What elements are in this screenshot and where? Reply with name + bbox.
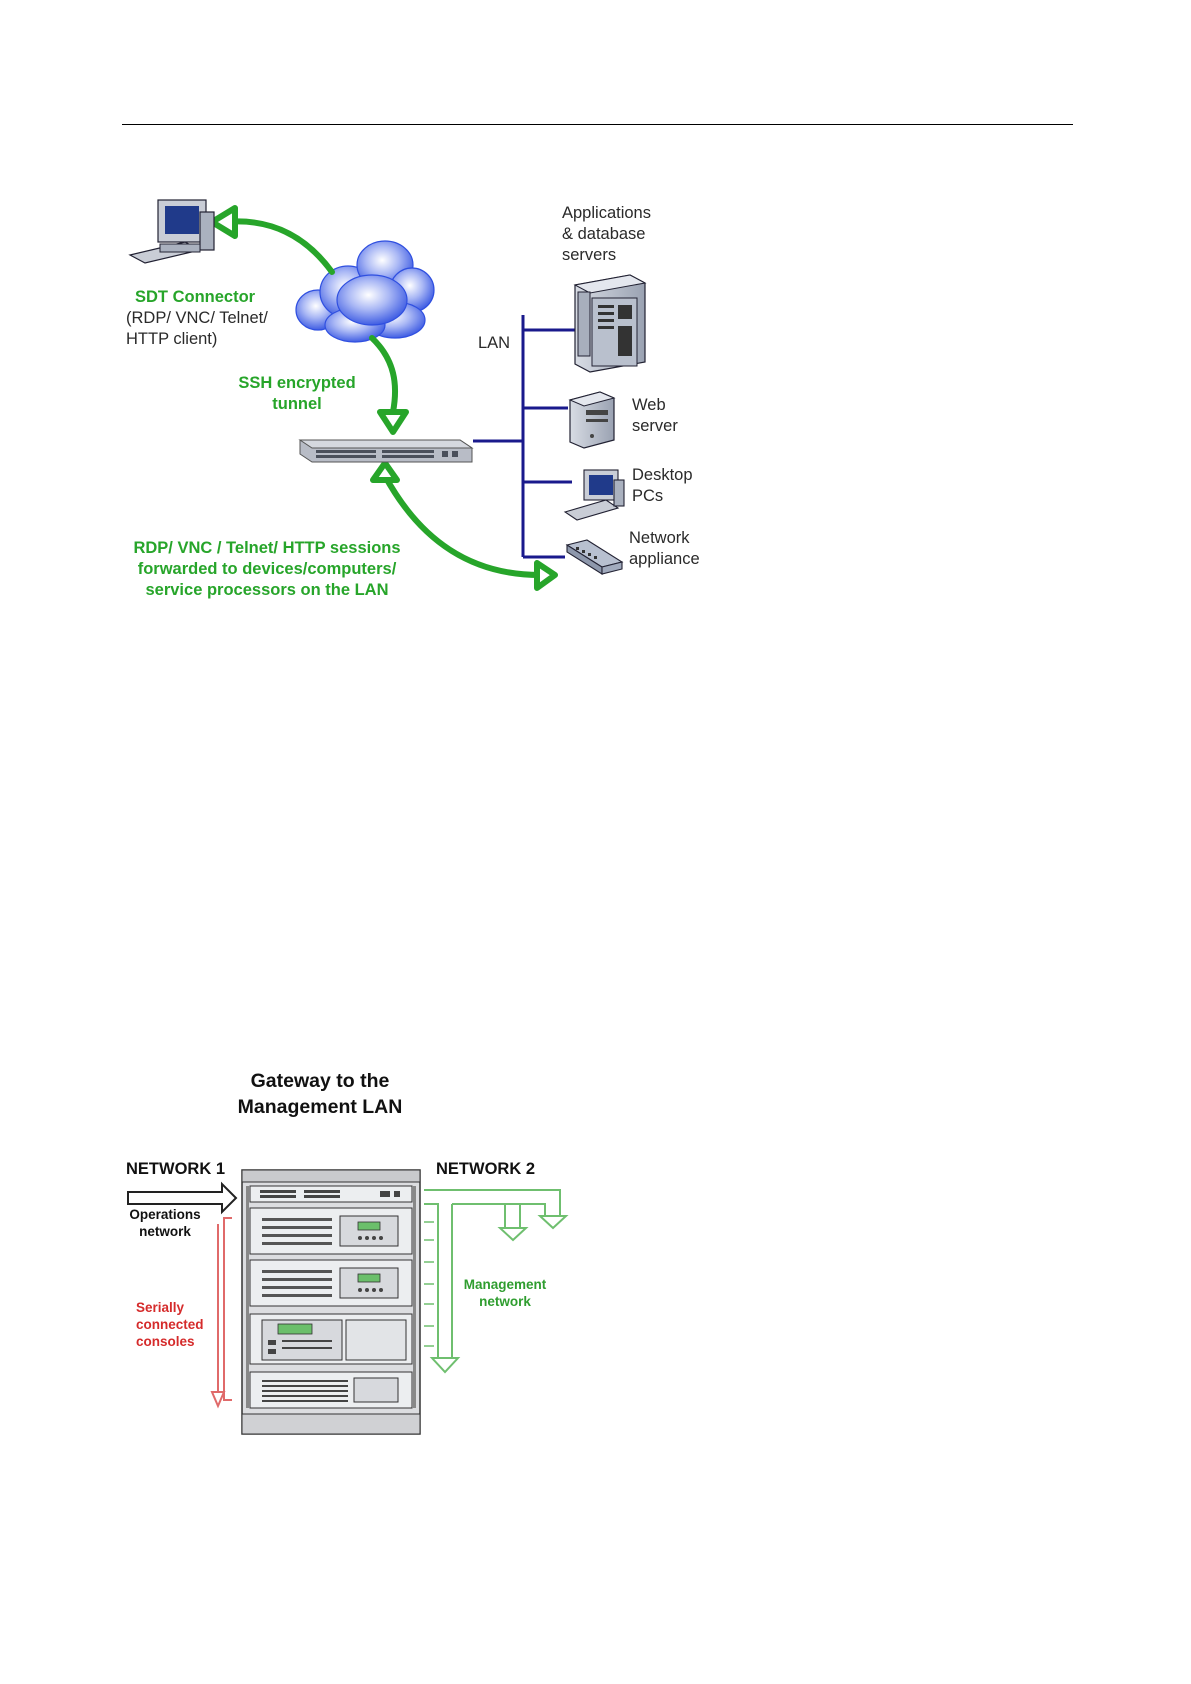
desktop-pcs-label: Desktop PCs: [632, 466, 693, 505]
header-rule: [122, 124, 1073, 125]
serial-consoles-label: Serially connected consoles: [136, 1300, 204, 1349]
equipment-rack-icon: [241, 1169, 421, 1435]
arrowhead-lan: [534, 560, 558, 591]
client-computer-icon: [128, 199, 215, 264]
management-network-arrows: [424, 1189, 569, 1374]
sdt-connector-title: SDT Connector: [135, 288, 256, 306]
arrow-switch-to-lan: [382, 473, 543, 578]
network2-label: NETWORK 2: [436, 1160, 535, 1178]
gateway-title: Gateway to the Management LAN: [237, 1070, 403, 1118]
arrowhead-switch-up: [370, 460, 400, 483]
network-appliance-label: Network appliance: [629, 529, 700, 568]
network-appliance-icon: [565, 539, 624, 575]
operations-network-label: Operations network: [129, 1207, 201, 1239]
arrow-cloud-to-client: [222, 218, 335, 275]
network1-label: NETWORK 1: [126, 1160, 225, 1178]
web-server-label: Web server: [632, 396, 678, 435]
management-network-label: Management network: [463, 1277, 547, 1309]
apps-servers-label: Applications & database servers: [562, 204, 651, 264]
arrowhead-switch: [377, 409, 409, 435]
desktop-pc-icon: [563, 469, 625, 521]
gateway-switch-icon: [298, 439, 474, 463]
arrowhead-client: [209, 205, 238, 239]
internet-cloud-icon: [295, 240, 435, 343]
sdt-connector-subtitle: (RDP/ VNC/ Telnet/ HTTP client): [126, 309, 268, 348]
serial-consoles-bracket: [210, 1217, 232, 1409]
web-server-icon: [568, 391, 616, 449]
ssh-tunnel-label: SSH encrypted tunnel: [238, 374, 356, 413]
application-server-icon: [573, 274, 647, 373]
lan-label: LAN: [478, 334, 511, 352]
arrow-cloud-to-switch: [369, 335, 399, 415]
sessions-label: RDP/ VNC / Telnet/ HTTP sessions forward…: [133, 539, 401, 599]
operations-network-arrow: [127, 1181, 238, 1215]
